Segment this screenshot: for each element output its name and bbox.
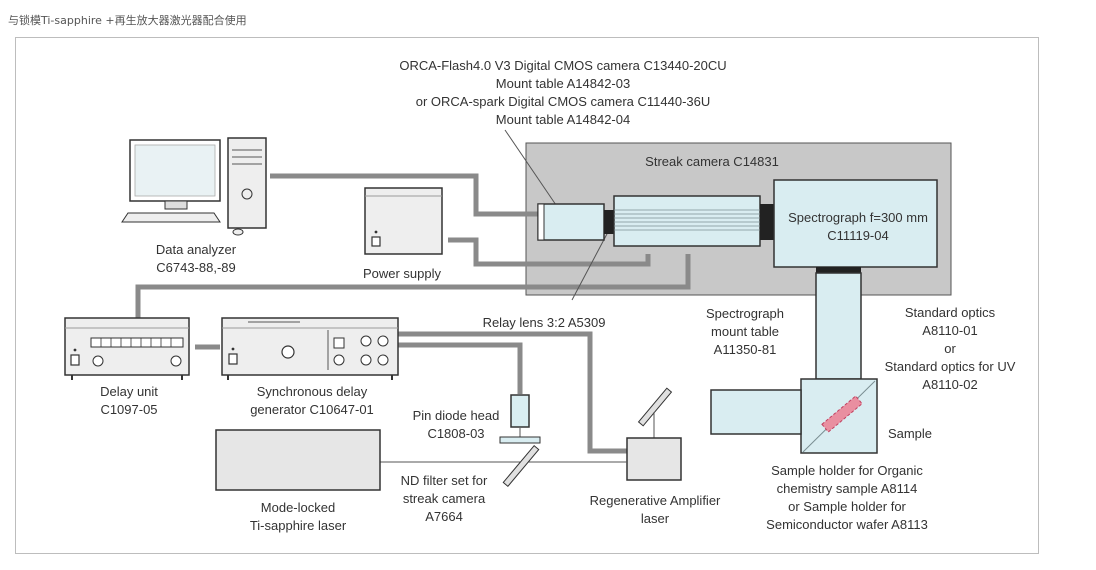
spectrograph-mount-label-1: Spectrograph — [706, 306, 784, 321]
nd-filter-set — [502, 444, 540, 488]
streak-camera — [613, 195, 761, 247]
regen-amplifier — [626, 437, 682, 481]
streak-camera-label: Streak camera C14831 — [645, 154, 779, 169]
camera-label-2: Mount table A14842-03 — [496, 76, 630, 91]
sync-delay-label-2: generator C10647-01 — [250, 402, 374, 417]
cable-analyzer-camera — [270, 173, 538, 217]
spectrograph-label-1: Spectrograph f=300 mm — [788, 210, 928, 225]
nd-filter-label-3: A7664 — [425, 509, 463, 524]
mode-locked-label-2: Ti-sapphire laser — [250, 518, 347, 533]
camera-pointer — [504, 129, 557, 206]
mode-locked-label-1: Mode-locked — [261, 500, 335, 515]
camera-label-1: ORCA-Flash4.0 V3 Digital CMOS camera C13… — [399, 58, 726, 73]
camera-label-4: Mount table A14842-04 — [496, 112, 630, 127]
mirror — [637, 387, 673, 427]
keyboard — [121, 212, 221, 223]
power-switch-icon — [371, 236, 381, 247]
data-analyzer-label-1: Data analyzer — [156, 242, 237, 257]
excitation-optics — [710, 389, 802, 435]
pin-diode-label-2: C1808-03 — [427, 426, 484, 441]
cable-stage-delay — [135, 254, 691, 318]
sample-holder-label-1: Sample holder for Organic — [771, 463, 923, 478]
camera-label-3: or ORCA-spark Digital CMOS camera C11440… — [416, 94, 711, 109]
pc-tower — [227, 137, 267, 229]
cables — [135, 173, 691, 454]
sample-holder-label-4: Semiconductor wafer A8113 — [766, 517, 928, 532]
regen-amp-label-1: Regenerative Amplifier — [590, 493, 721, 508]
power-supply-label: Power supply — [363, 266, 442, 281]
sample-holder-label-3: or Sample holder for — [788, 499, 906, 514]
standard-optics-label-4: Standard optics for UV — [885, 359, 1016, 374]
cmos-camera — [537, 203, 605, 241]
nd-filter-plate — [499, 436, 541, 444]
nd-filter-label-1: ND filter set for — [401, 473, 488, 488]
cable-power-streak — [448, 237, 651, 267]
standard-optics-label-5: A8110-02 — [922, 377, 977, 392]
cable-sync-diode — [398, 342, 523, 394]
spectrograph-mount-label-3: A11350-81 — [714, 342, 777, 357]
spectrograph-label-2: C11119-04 — [827, 228, 888, 243]
sample-label: Sample — [888, 426, 932, 441]
relay-lens-pointer — [571, 231, 609, 301]
cmos-camera-flange — [537, 203, 545, 241]
nd-filter-label-2: streak camera — [403, 491, 486, 506]
streak-camera-lines — [614, 209, 760, 231]
sync-delay-label-1: Synchronous delay — [257, 384, 368, 399]
spectrograph-port — [816, 267, 861, 273]
relay-lens — [604, 210, 614, 234]
delay-unit-label-1: Delay unit — [100, 384, 158, 399]
spectrograph — [773, 179, 938, 268]
pin-diode-head — [510, 394, 530, 428]
delay-power-switch-icon — [70, 354, 80, 366]
sample — [821, 395, 863, 433]
pin-diode-label-1: Pin diode head — [413, 408, 500, 423]
knob-icon — [281, 345, 295, 359]
spectrograph-mount-label-2: mount table — [711, 324, 779, 339]
standard-optics — [815, 272, 862, 380]
regen-amp-label-2: laser — [641, 511, 670, 526]
streak-coupler — [760, 204, 774, 240]
sync-delay-generator — [221, 317, 399, 380]
data-analyzer — [121, 137, 267, 236]
relay-lens-label: Relay lens 3:2 A5309 — [483, 315, 606, 330]
standard-optics-label-1: Standard optics — [905, 305, 996, 320]
mouse-icon — [232, 228, 244, 236]
standard-optics-label-2: A8110-01 — [922, 323, 977, 338]
mode-locked-laser — [215, 429, 381, 491]
delay-unit-label-2: C1097-05 — [100, 402, 157, 417]
cable-sync-amp — [398, 331, 627, 454]
page-caption: 与锁模Ti-sapphire +再生放大器激光器配合使用 — [8, 14, 247, 27]
sample-holder-label-2: chemistry sample A8114 — [777, 481, 918, 496]
sync-power-switch-icon — [228, 353, 238, 365]
delay-unit — [64, 317, 190, 380]
data-analyzer-label-2: C6743-88,-89 — [156, 260, 236, 275]
standard-optics-label-3: or — [944, 341, 956, 356]
